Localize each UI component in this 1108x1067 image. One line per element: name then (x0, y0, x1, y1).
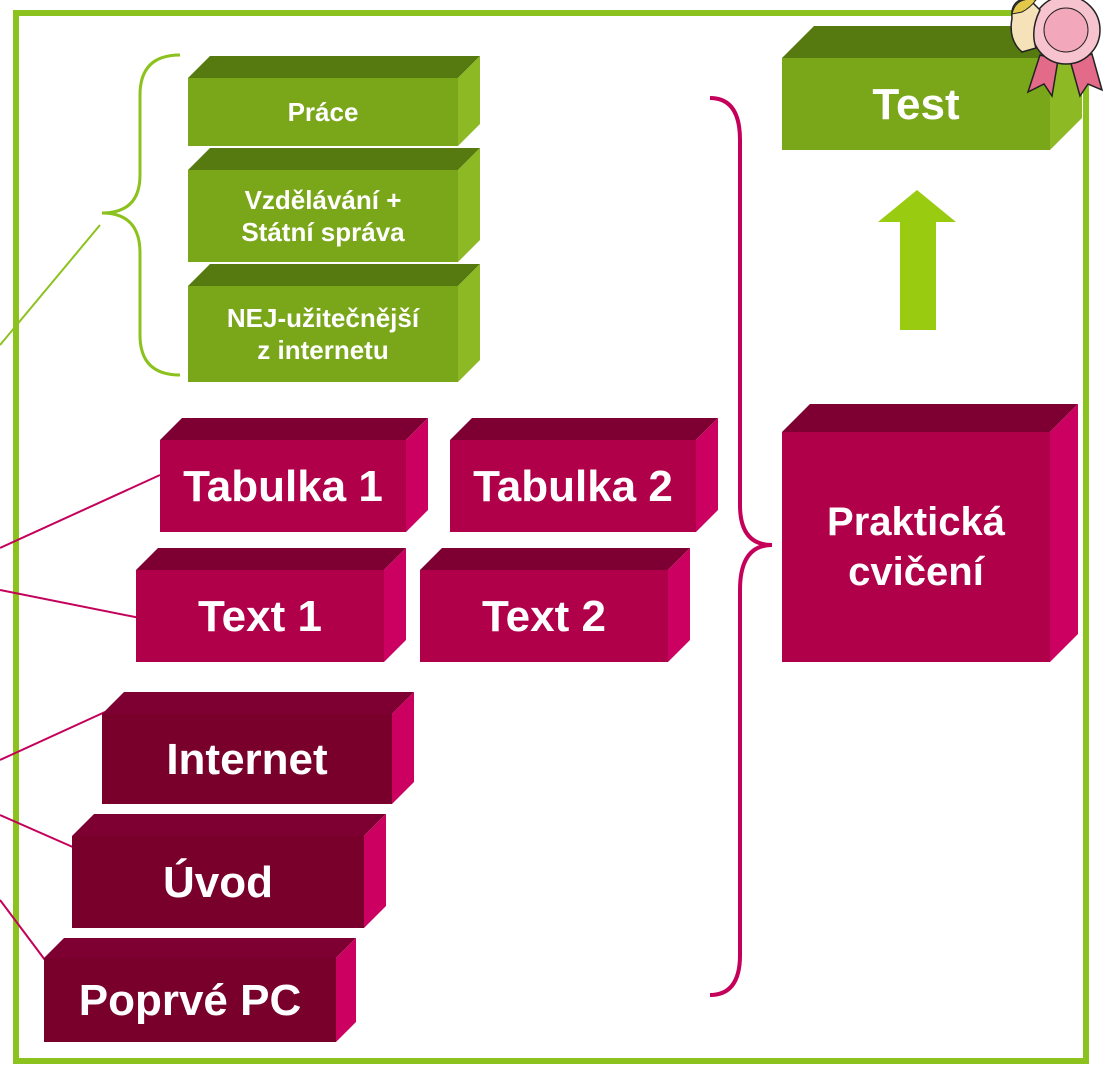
block-poprve-pc-shape (44, 938, 356, 1042)
block-test-label: Test (872, 79, 960, 129)
block-nej-uzitecnejsi-shape (188, 264, 480, 382)
block-uvod-label: Úvod (163, 857, 273, 907)
block-vzdelavani-label: Vzdělávání + Státní správa (241, 184, 405, 248)
arrow-up-icon (878, 190, 956, 330)
certificate-ribbon-icon (1010, 0, 1104, 98)
magenta-brace (709, 96, 773, 997)
block-poprve-pc-label: Poprvé PC (78, 975, 302, 1025)
connector-line (0, 711, 106, 761)
green-brace (101, 53, 181, 377)
connector-line (0, 474, 161, 549)
connector-line (0, 814, 76, 849)
block-prace-label: Práce (287, 96, 359, 127)
block-vzdelavani-shape (188, 148, 480, 262)
block-text-1-shape (136, 548, 406, 662)
block-uvod-shape (72, 814, 386, 928)
connector-line (0, 899, 46, 961)
block-tabulka-1-label: Tabulka 1 (183, 461, 383, 511)
block-internet-label: Internet (166, 734, 328, 784)
block-text-1-label: Text 1 (198, 591, 322, 641)
block-nej-uzitecnejsi-label: NEJ-užitečnější z internetu (226, 302, 420, 366)
block-prakticka-cviceni-label: Praktická cvičení (827, 500, 1005, 594)
connector-line (0, 589, 141, 619)
connector-line (0, 224, 101, 346)
block-test-shape (782, 26, 1082, 150)
block-text-2-shape (420, 548, 690, 662)
block-tabulka-2-shape (450, 418, 718, 532)
block-tabulka-2-label: Tabulka 2 (473, 461, 673, 511)
green-frame (13, 10, 1089, 1064)
block-prace-shape (188, 56, 480, 146)
connector-lines (0, 224, 161, 961)
block-text-2-label: Text 2 (482, 591, 606, 641)
block-tabulka-1-shape (160, 418, 428, 532)
block-internet-shape (102, 692, 414, 804)
block-prakticka-cviceni-shape (782, 404, 1078, 662)
